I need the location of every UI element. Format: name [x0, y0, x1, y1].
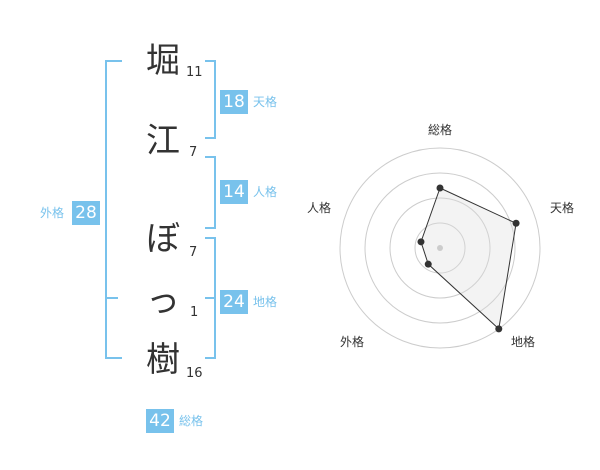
stroke-count-5: 16 — [186, 366, 203, 381]
tenkaku-value-badge: 18 — [220, 90, 248, 114]
radar-ring-1 — [414, 222, 466, 274]
radar-axis-label-1: 総格 — [428, 123, 453, 137]
name-char-5: 樹 — [146, 340, 180, 380]
jinkaku-label: 人格 — [253, 185, 278, 199]
tenkaku-label: 天格 — [253, 95, 278, 109]
radar-axis-label-4: 外格 — [340, 335, 365, 349]
radar-ring-3 — [364, 172, 516, 324]
name-char-2: 江 — [146, 121, 180, 161]
radar-axis-label-3: 地格 — [511, 335, 536, 349]
chikaku-label: 地格 — [253, 295, 278, 309]
radar-point-3 — [495, 325, 503, 333]
radar-point-5 — [417, 238, 425, 246]
name-char-3: ぼ — [146, 219, 180, 259]
name-char-4: っ — [146, 281, 180, 321]
stroke-count-4: 1 — [190, 305, 199, 320]
chikaku-value-badge: 24 — [220, 290, 248, 314]
soukaku-value-badge: 42 — [146, 409, 174, 433]
radar-axis-label-5: 人格 — [307, 201, 332, 215]
stroke-count-2: 7 — [189, 145, 198, 160]
radar-ring-2 — [389, 197, 491, 299]
name-char-1: 堀 — [146, 41, 180, 81]
jinkaku-value-badge: 14 — [220, 180, 248, 204]
radar-point-4 — [424, 260, 432, 268]
stroke-count-3: 7 — [189, 245, 198, 260]
radar-center-dot — [437, 245, 443, 251]
radar-axis-label-2: 天格 — [550, 201, 575, 215]
stroke-count-1: 11 — [186, 65, 203, 80]
radar-point-2 — [512, 219, 520, 227]
radar-data-polygon — [420, 187, 517, 330]
soukaku-label: 総格 — [179, 414, 204, 428]
gaikaku-label: 外格 — [40, 206, 65, 220]
radar-point-1 — [436, 184, 444, 192]
radar-ring-4 — [339, 147, 541, 349]
gaikaku-value-badge: 28 — [72, 201, 100, 225]
